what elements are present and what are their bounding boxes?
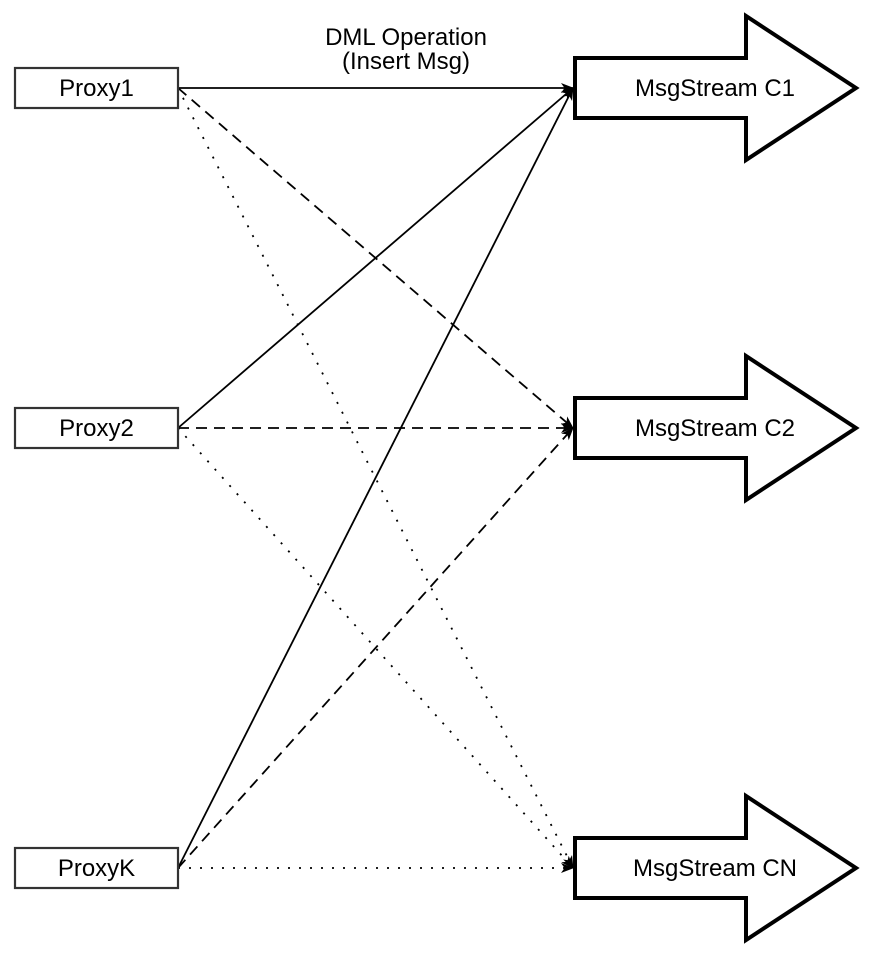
annotation-line2: (Insert Msg) xyxy=(342,48,470,75)
edge-proxyk-to-msgstream-c2 xyxy=(177,427,574,869)
proxy2-label: Proxy2 xyxy=(59,415,134,442)
msgstream-cn-arrow xyxy=(573,792,860,944)
proxy1-box xyxy=(13,66,180,110)
annotation: DML Operation (Insert Msg) xyxy=(325,24,487,75)
msgstream-c2-arrow xyxy=(573,352,860,504)
edge-proxyk-to-msgstream-c1 xyxy=(177,87,574,869)
node-proxyk: ProxyK xyxy=(13,846,180,890)
node-proxy1: Proxy1 xyxy=(13,66,180,110)
proxyk-box xyxy=(13,846,180,890)
msgstream-c1-arrow xyxy=(573,12,860,164)
msgstream-c1-label: MsgStream C1 xyxy=(635,75,795,102)
node-msgstream-cn: MsgStream CN xyxy=(573,792,860,944)
edge-proxy1-to-msgstream-c2 xyxy=(177,87,574,429)
proxy1-label: Proxy1 xyxy=(59,75,134,102)
edge-layer xyxy=(177,83,574,873)
node-proxy2: Proxy2 xyxy=(13,406,180,450)
node-msgstream-c2: MsgStream C2 xyxy=(573,352,860,504)
proxy2-box xyxy=(13,406,180,450)
msgstream-c2-label: MsgStream C2 xyxy=(635,415,795,442)
annotation-line1: DML Operation xyxy=(325,24,487,51)
node-msgstream-c1: MsgStream C1 xyxy=(573,12,860,164)
proxyk-label: ProxyK xyxy=(58,855,135,882)
msgstream-cn-label: MsgStream CN xyxy=(633,855,797,882)
